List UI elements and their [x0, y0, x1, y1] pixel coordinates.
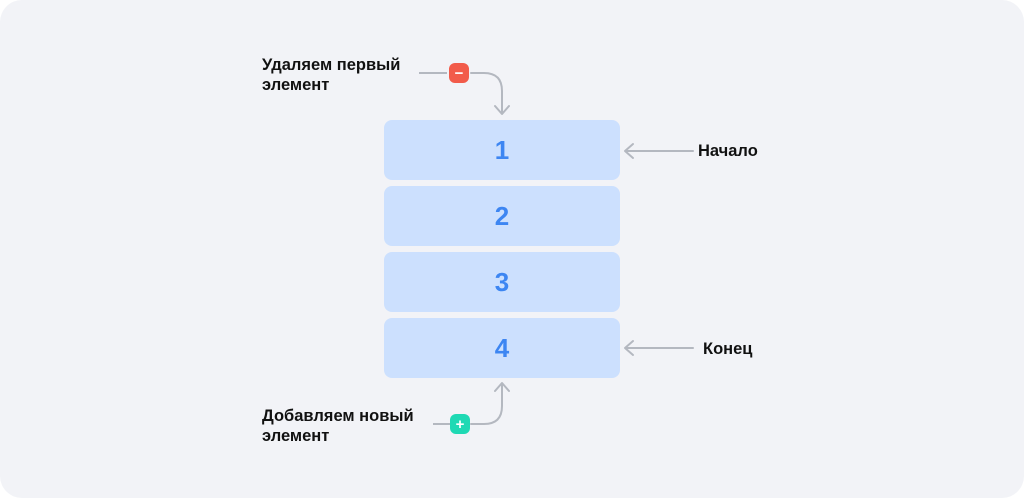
minus-icon: −: [449, 63, 469, 83]
add-arrow: [470, 383, 503, 425]
remove-arrowhead: [494, 105, 510, 115]
queue-cell-2: 2: [384, 186, 620, 246]
start-label: Начало: [698, 142, 758, 160]
queue-cell-4: 4: [384, 318, 620, 378]
end-arrowhead: [624, 340, 634, 356]
remove-arrow: [470, 72, 503, 114]
end-label: Конец: [703, 340, 753, 358]
add-label: Добавляем новый элемент: [262, 406, 414, 446]
add-label-line1: Добавляем новый: [262, 407, 414, 425]
queue-cell-3: 3: [384, 252, 620, 312]
plus-icon: +: [450, 414, 470, 434]
add-label-line2: элемент: [262, 427, 330, 445]
remove-label-line2: элемент: [262, 76, 330, 94]
start-arrowhead: [624, 143, 634, 159]
add-arrowhead: [494, 382, 510, 392]
queue-cell-1: 1: [384, 120, 620, 180]
remove-label-line1: Удаляем первый: [262, 56, 401, 74]
remove-label: Удаляем первый элемент: [262, 55, 400, 95]
